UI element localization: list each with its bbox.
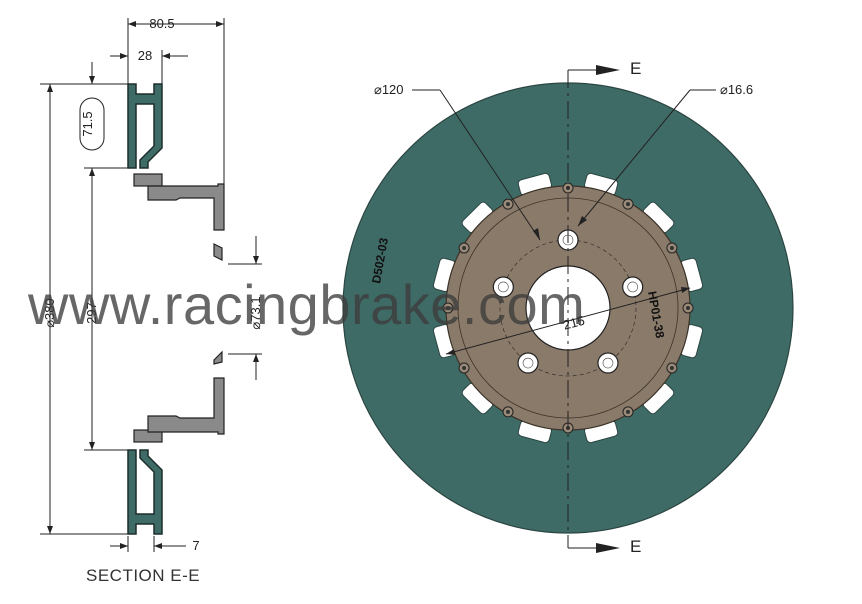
section-mark-bottom: E <box>630 537 641 556</box>
hat-bolt-center <box>506 202 510 207</box>
front-view: E E ⌀120 ⌀16.6 215 HP01-38 D502-03 <box>342 59 794 556</box>
rotor-band-dim: 71.5 <box>80 111 95 136</box>
hat-section-bottom <box>147 377 225 435</box>
lug-hole <box>517 352 539 374</box>
hole-dim: ⌀16.6 <box>720 82 753 97</box>
bore-dim: ⌀73.1 <box>248 296 263 329</box>
bolt-circle-front-dim: 215 <box>561 313 586 333</box>
rotor-ring-section-bottom <box>127 449 163 535</box>
lug-hole-center <box>498 281 509 293</box>
lug-hole-center <box>602 357 614 369</box>
hat-bolt-center <box>506 409 510 414</box>
bolt-circle-dim: 297 <box>84 302 99 324</box>
hat-bolt-center <box>626 409 630 414</box>
hat-width-dim: 28 <box>138 48 152 63</box>
hat-bolts <box>442 182 694 434</box>
rotor-ring-section-top <box>127 83 163 169</box>
hat-bolt-center <box>669 366 674 370</box>
lug-hole-center <box>522 357 534 369</box>
rotor-band-balloon <box>79 97 105 151</box>
hat-bolt-center <box>626 202 630 207</box>
hat-bolt-center <box>446 306 450 310</box>
hat-lip-top <box>213 243 223 261</box>
rotor-diameter-dim: ⌀380 <box>42 298 57 328</box>
section-view: 80.5 28 71.5 ⌀380 297 ⌀73 <box>40 16 263 553</box>
hat-bolt-center <box>462 366 467 370</box>
hat-bolt-center <box>686 306 690 310</box>
lug-hole <box>492 276 514 298</box>
overall-width-dim: 80.5 <box>149 16 174 31</box>
lug-hole <box>597 352 619 374</box>
flange-offset-dim: 7 <box>192 538 199 553</box>
section-title: SECTION E-E <box>86 566 201 585</box>
lug-hole-center <box>627 281 638 293</box>
section-mark-top: E <box>630 59 641 78</box>
hat-section-top <box>147 183 225 231</box>
bolt-top <box>133 173 163 187</box>
hat-bolt-center <box>669 246 674 250</box>
hat-bolt-center <box>462 246 467 250</box>
watermark: www.racingbrake.com <box>28 273 586 336</box>
pcd-dim: ⌀120 <box>374 82 404 97</box>
lug-hole <box>622 276 644 298</box>
hat-lip-bottom <box>213 350 223 365</box>
